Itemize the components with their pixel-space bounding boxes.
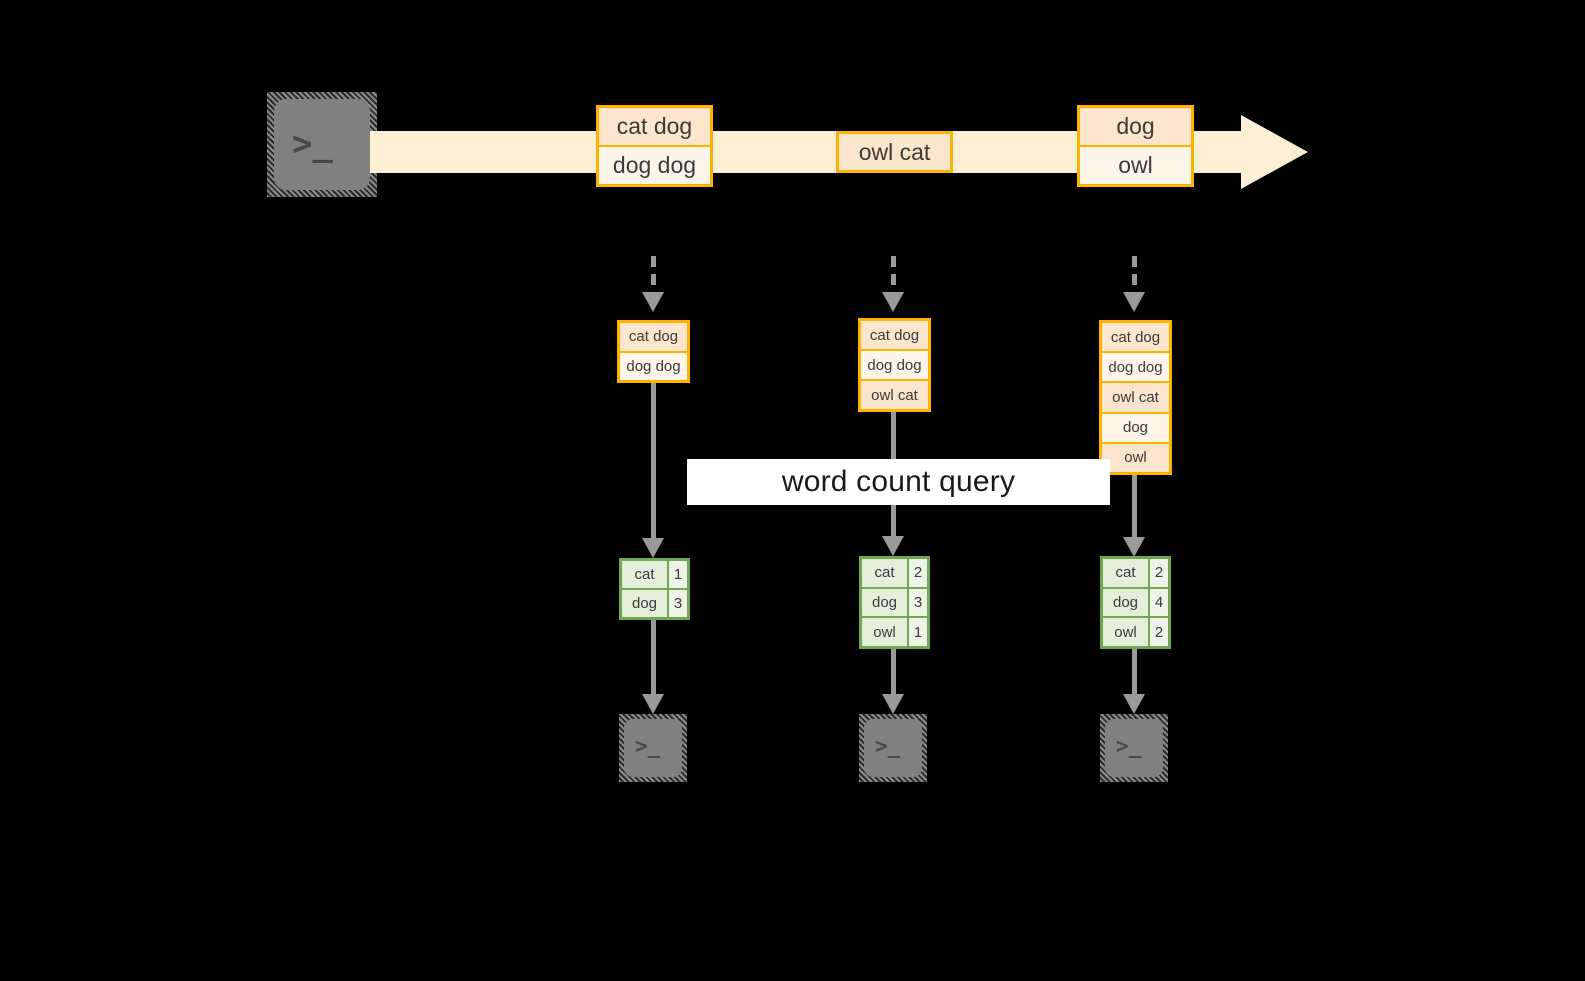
accumulated-line: dog <box>1102 411 1169 442</box>
terminal-prompt-icon: >_ <box>292 124 333 164</box>
table-row: cat 1 <box>622 561 687 588</box>
stream-batch-line: owl cat <box>839 134 950 170</box>
result-table-2[interactable]: cat 2 dog 3 owl 1 <box>859 556 930 649</box>
sink-terminal-screen: >_ <box>864 719 922 777</box>
table-row: owl 1 <box>862 616 927 647</box>
accumulated-input-box-2[interactable]: cat dog dog dog owl cat <box>858 318 931 412</box>
stream-batch-box-2[interactable]: owl cat <box>836 131 953 173</box>
accumulated-input-box-1[interactable]: cat dog dog dog <box>617 320 690 383</box>
table-row: cat 2 <box>862 559 927 587</box>
arrowhead-icon <box>642 292 664 312</box>
result-to-sink-connector-3 <box>1132 649 1137 694</box>
terminal-prompt-icon: >_ <box>635 734 661 758</box>
stream-batch-box-1[interactable]: cat dog dog dog <box>596 105 713 187</box>
result-count: 2 <box>907 559 927 587</box>
result-table-1[interactable]: cat 1 dog 3 <box>619 558 690 620</box>
sink-terminal-1[interactable]: >_ <box>619 714 687 782</box>
arrowhead-icon <box>882 694 904 714</box>
table-row: cat 2 <box>1103 559 1168 587</box>
result-word: dog <box>622 590 667 617</box>
result-word: owl <box>1103 618 1148 647</box>
result-word: dog <box>862 588 907 617</box>
table-row: dog 4 <box>1103 586 1168 617</box>
result-to-sink-connector-2 <box>891 649 896 694</box>
query-label: word count query <box>687 459 1110 505</box>
stream-batch-line: owl <box>1080 145 1191 184</box>
sink-terminal-screen: >_ <box>1105 719 1163 777</box>
table-row: dog 3 <box>862 586 927 617</box>
result-count: 1 <box>667 561 687 588</box>
result-word: cat <box>1103 559 1148 587</box>
sink-terminal-2[interactable]: >_ <box>859 714 927 782</box>
accumulated-line: owl cat <box>861 379 928 409</box>
accumulated-line: dog dog <box>620 350 687 380</box>
arrowhead-icon <box>882 292 904 312</box>
stream-to-accum-connector-3 <box>1132 256 1137 292</box>
sink-terminal-screen: >_ <box>624 719 682 777</box>
result-count: 1 <box>907 618 927 647</box>
table-row: owl 2 <box>1103 616 1168 647</box>
accumulated-input-box-3[interactable]: cat dog dog dog owl cat dog owl <box>1099 320 1172 475</box>
result-count: 2 <box>1148 618 1168 647</box>
result-word: cat <box>862 559 907 587</box>
source-terminal[interactable]: >_ <box>267 92 377 197</box>
table-row: dog 3 <box>622 588 687 617</box>
accumulated-line: cat dog <box>1102 323 1169 352</box>
arrowhead-icon <box>642 538 664 558</box>
stream-batch-line: dog <box>1080 108 1191 145</box>
accumulated-line: owl cat <box>1102 381 1169 412</box>
accumulated-line: cat dog <box>620 323 687 351</box>
stream-batch-line: cat dog <box>599 108 710 145</box>
stream-to-accum-connector-1 <box>651 256 656 292</box>
stream-batch-box-3[interactable]: dog owl <box>1077 105 1194 187</box>
terminal-prompt-icon: >_ <box>1116 734 1142 758</box>
arrowhead-icon <box>642 694 664 714</box>
stream-batch-line: dog dog <box>599 145 710 184</box>
accum-to-result-connector-1 <box>651 383 656 538</box>
arrowhead-icon <box>1123 537 1145 557</box>
result-word: dog <box>1103 588 1148 617</box>
accumulated-line: owl <box>1102 441 1169 473</box>
accum-to-result-connector-3 <box>1132 475 1137 537</box>
arrowhead-icon <box>1123 292 1145 312</box>
result-count: 4 <box>1148 588 1168 617</box>
arrowhead-icon <box>882 536 904 556</box>
source-terminal-screen: >_ <box>274 99 370 190</box>
accumulated-line: cat dog <box>861 321 928 349</box>
sink-terminal-3[interactable]: >_ <box>1100 714 1168 782</box>
result-to-sink-connector-1 <box>651 620 656 694</box>
result-count: 2 <box>1148 559 1168 587</box>
result-count: 3 <box>907 588 927 617</box>
accumulated-line: dog dog <box>861 349 928 379</box>
result-word: owl <box>862 618 907 647</box>
terminal-prompt-icon: >_ <box>875 734 901 758</box>
result-count: 3 <box>667 590 687 617</box>
stream-arrowhead-icon <box>1241 115 1308 189</box>
accumulated-line: dog dog <box>1102 351 1169 382</box>
stream-to-accum-connector-2 <box>891 256 896 292</box>
result-table-3[interactable]: cat 2 dog 4 owl 2 <box>1100 556 1171 649</box>
arrowhead-icon <box>1123 694 1145 714</box>
result-word: cat <box>622 561 667 588</box>
